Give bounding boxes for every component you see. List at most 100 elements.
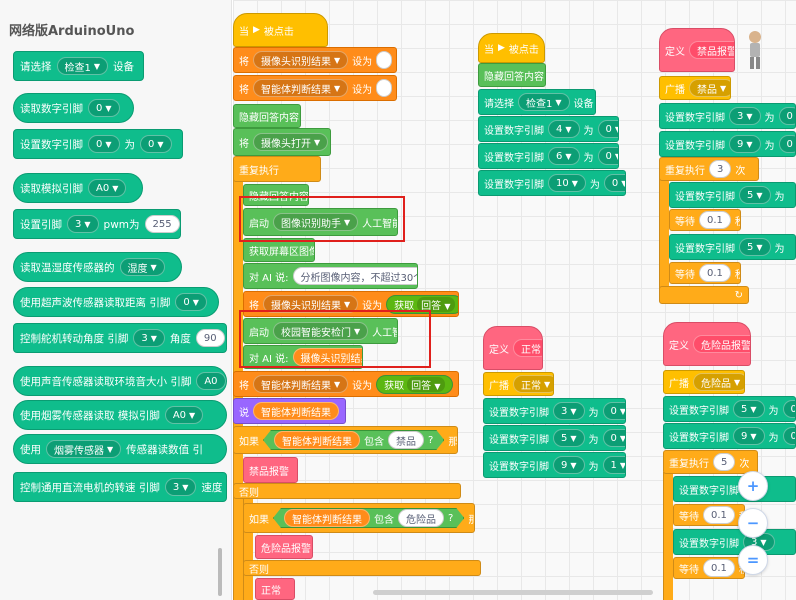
value-dropdown[interactable]: 1▼ [602, 456, 625, 474]
say-block[interactable]: 说 智能体判断结果 [233, 398, 346, 424]
set-digital-pin-block[interactable]: 设置数字引脚 10▼ 为 0▼ [478, 170, 626, 196]
value-dropdown[interactable]: 0▼ [602, 429, 625, 447]
pin-dropdown[interactable]: 9▼ [733, 427, 765, 445]
palette-block-ultrasonic[interactable]: 使用超声波传感器读取距离 引脚 0▼ [13, 287, 219, 317]
pin-dropdown[interactable]: A0▼ [88, 179, 127, 197]
get-screen-image-block[interactable]: 获取屏幕区图像 [243, 238, 315, 262]
contains-input[interactable]: 禁品 [388, 431, 424, 449]
workspace-horizontal-scrollbar[interactable] [373, 590, 653, 595]
call-danger-alarm-block[interactable]: 危险品报警 [255, 535, 313, 559]
set-digital-pin-block[interactable]: 设置数字引脚 4▼ 为 0▼ [478, 116, 619, 142]
pin-dropdown[interactable]: 3▼ [133, 329, 165, 347]
contains-input[interactable]: 危险品 [398, 509, 444, 527]
pin-dropdown[interactable]: 3▼ [164, 478, 197, 496]
when-flag-clicked-hat[interactable]: 当 ▶ 被点击 [233, 13, 328, 47]
get-answer-reporter[interactable]: 获取回答 ▼ [376, 374, 453, 394]
set-digital-pin-block[interactable]: 设置数字引脚 [673, 476, 796, 502]
palette-block-gas-sensor[interactable]: 使用 烟雾传感器▼ 传感器读数值 引 [13, 434, 227, 464]
pin-dropdown[interactable]: 9▼ [729, 135, 761, 153]
message-dropdown[interactable]: 危险品▼ [693, 373, 744, 391]
zoom-in-button[interactable]: + [738, 471, 768, 501]
set-camera-result-from-answer[interactable]: 将 摄像头识别结果▼ 设为 获取回答 ▼ [243, 291, 459, 317]
repeat-count-input[interactable]: 3 [709, 160, 732, 178]
value-dropdown[interactable]: 0▼ [597, 147, 618, 165]
palette-block-dc-motor[interactable]: 控制通用直流电机的转速 引脚 3▼ 速度 [13, 472, 227, 502]
call-normal-block[interactable]: 正常 [255, 578, 295, 600]
palette-block-servo[interactable]: 控制舵机转动角度 引脚 3▼ 角度 90 [13, 323, 227, 353]
set-camera-result-block[interactable]: 将 摄像头识别结果▼ 设为 [233, 47, 397, 73]
set-ai-result-from-answer[interactable]: 将 智能体判断结果▼ 设为 获取回答 ▼ [233, 371, 459, 397]
wait-block[interactable]: 等待 0.1 秒 [673, 504, 745, 526]
start-agent-block[interactable]: 启动 图像识别助手▼ 人工智能 [243, 208, 398, 236]
set-digital-pin-block[interactable]: 设置数字引脚 3▼ 为 0 [659, 103, 796, 129]
palette-block-sound-sensor[interactable]: 使用声音传感器读取环境音大小 引脚 A0 [13, 366, 227, 396]
wait-block[interactable]: 等待 0.1 秒 [669, 262, 741, 284]
agent-dropdown[interactable]: 校园智能安检门▼ [273, 322, 369, 340]
variable-reporter[interactable]: 智能体判断结果 [274, 431, 360, 449]
if-else-block[interactable]: 如果 智能体判断结果 包含 禁品 ? 那么 [233, 426, 458, 454]
device-dropdown[interactable]: 检查1▼ [56, 57, 109, 75]
ask-ai-block[interactable]: 对 AI 说: 分析图像内容，不超过30个字 [243, 263, 418, 289]
set-digital-pin-block[interactable]: 设置数字引脚 9▼ 为 0 [663, 423, 796, 449]
nested-if-else-block[interactable]: 如果 智能体判断结果 包含 危险品 ? 那么 [243, 503, 475, 533]
pin-dropdown[interactable]: 0▼ [88, 135, 120, 153]
pin-dropdown[interactable]: 6▼ [548, 147, 580, 165]
answer-dropdown[interactable]: 回答 ▼ [407, 376, 445, 392]
repeat-block[interactable]: 重复执行 5 次 [663, 450, 758, 474]
sensor-dropdown[interactable]: 烟雾传感器▼ [46, 440, 122, 458]
wait-seconds-input[interactable]: 0.1 [699, 211, 731, 229]
value-dropdown[interactable]: 0▼ [140, 135, 172, 153]
broadcast-block[interactable]: 广播 危险品▼ [663, 370, 745, 394]
pin-dropdown[interactable]: 5▼ [739, 238, 771, 256]
forever-loop-block[interactable]: 重复执行 [233, 156, 321, 182]
set-digital-pin-block[interactable]: 设置数字引脚 3▼ 为 0▼ [483, 398, 626, 424]
set-digital-pin-block[interactable]: 设置数字引脚 9▼ 为 0 [659, 131, 796, 157]
ask-ai-block[interactable]: 对 AI 说: 摄像头识别结果 [243, 345, 363, 369]
palette-scrollbar[interactable] [218, 548, 222, 596]
palette-block-select-device[interactable]: 请选择 检查1▼ 设备 [13, 51, 144, 81]
contains-condition[interactable]: 智能体判断结果 包含 禁品 ? [263, 430, 444, 450]
broadcast-block[interactable]: 广播 禁品▼ [659, 76, 731, 100]
set-digital-pin-block[interactable]: 设置数字引脚 5▼ 为 [669, 182, 796, 208]
message-dropdown[interactable]: 正常▼ [513, 375, 553, 393]
zoom-out-button[interactable]: − [738, 508, 768, 538]
select-device-block[interactable]: 请选择 检查1▼ 设备 [478, 89, 596, 115]
hide-answer-block[interactable]: 隐藏回答内容 [233, 104, 301, 128]
pin-dropdown[interactable]: 5▼ [553, 429, 585, 447]
pin-dropdown[interactable]: 3▼ [729, 107, 761, 125]
device-dropdown[interactable]: 检查1▼ [518, 93, 570, 111]
angle-input[interactable]: 90 [195, 329, 225, 347]
set-digital-pin-block[interactable]: 设置数字引脚 5▼ 为 0▼ [483, 425, 626, 451]
variable-dropdown[interactable]: 摄像头识别结果▼ [253, 51, 349, 69]
value-dropdown[interactable]: 0 [778, 135, 795, 153]
variable-reporter[interactable]: 摄像头识别结果 [292, 348, 362, 366]
pin-dropdown[interactable]: 3▼ [553, 402, 585, 420]
pin-dropdown[interactable]: 4▼ [548, 120, 580, 138]
define-normal-block[interactable]: 定义 正常 [483, 326, 543, 370]
contains-condition[interactable]: 智能体判断结果 包含 危险品 ? [273, 508, 464, 528]
wait-block[interactable]: 等待 0.1 秒 [669, 209, 741, 231]
set-digital-pin-block[interactable]: 设置数字引脚 9▼ 为 1▼ [483, 452, 626, 478]
value-input[interactable] [376, 79, 393, 97]
get-answer-reporter[interactable]: 获取回答 ▼ [386, 294, 458, 314]
pin-dropdown[interactable]: 5▼ [733, 400, 765, 418]
camera-dropdown[interactable]: 摄像头打开▼ [253, 133, 329, 151]
answer-dropdown[interactable]: 回答 ▼ [417, 296, 455, 312]
pwm-value-input[interactable]: 255 [144, 215, 180, 233]
palette-block-set-pwm[interactable]: 设置引脚 3▼ pwm为 255 [13, 209, 181, 239]
palette-block-read-digital[interactable]: 读取数字引脚 0▼ [13, 93, 134, 123]
value-dropdown[interactable]: 0 [778, 107, 795, 125]
pin-dropdown[interactable]: 0▼ [88, 99, 120, 117]
define-danger-alarm-block[interactable]: 定义 危险品报警 [663, 322, 751, 366]
hide-answer-block[interactable]: 隐藏回答内容 [478, 63, 546, 87]
measure-dropdown[interactable]: 湿度▼ [119, 258, 165, 276]
value-dropdown[interactable]: 0▼ [603, 174, 625, 192]
broadcast-block[interactable]: 广播 正常▼ [483, 372, 554, 396]
pin-dropdown[interactable]: 10▼ [548, 174, 586, 192]
pin-dropdown[interactable]: A0▼ [164, 406, 204, 424]
value-input[interactable] [376, 51, 393, 69]
repeat-count-input[interactable]: 5 [713, 453, 736, 471]
code-workspace[interactable]: 当 ▶ 被点击 将 摄像头识别结果▼ 设为 将 智能体判断结果▼ 设为 隐藏回答… [233, 0, 796, 600]
value-dropdown[interactable]: 0▼ [597, 120, 618, 138]
value-dropdown[interactable]: 0▼ [602, 402, 625, 420]
